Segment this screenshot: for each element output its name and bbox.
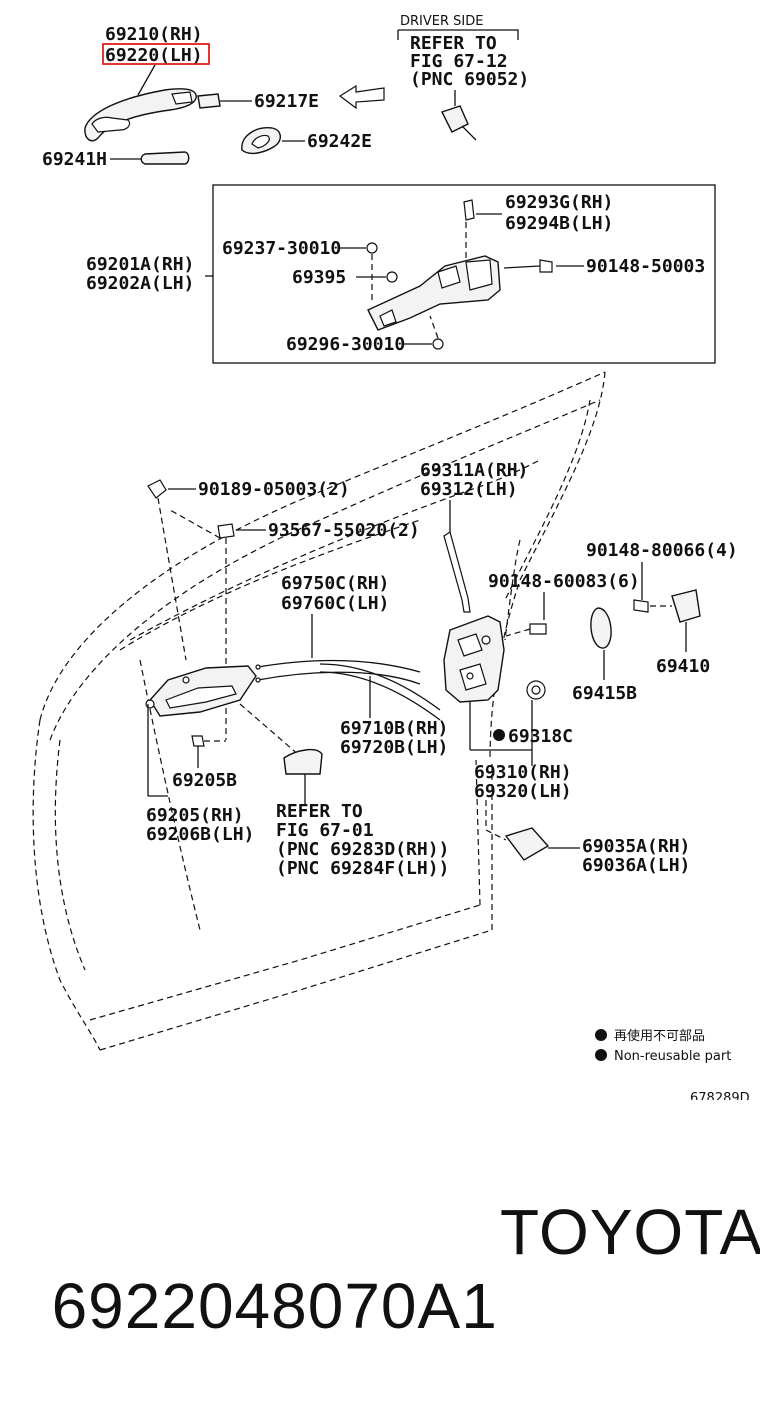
label-69318c: 69318C — [508, 726, 573, 747]
label-69395: 69395 — [292, 267, 346, 288]
label-90189: 90189-05003(2) — [198, 479, 350, 500]
bezel-part — [283, 748, 323, 775]
lock-rod-part — [443, 531, 471, 613]
pad-part — [197, 93, 221, 109]
diagram-code: 678289D — [690, 1091, 750, 1100]
legend-en: Non-reusable part — [614, 1049, 731, 1064]
refer2-line4: (PNC 69284F(LH)) — [276, 858, 449, 879]
outside-handle-part — [84, 88, 197, 142]
refer1-line2: FIG 67-12 — [410, 51, 508, 72]
label-69410: 69410 — [656, 656, 710, 677]
refer2-line1: REFER TO — [276, 801, 363, 822]
non-reusable-mark-icon — [493, 729, 505, 741]
legend-dot-icon — [595, 1029, 607, 1041]
label-69310: 69310(RH) — [474, 762, 572, 783]
label-69035a: 69035A(RH) — [582, 836, 690, 857]
part-number: 6922048070A1 — [51, 1270, 498, 1342]
label-69242e: 69242E — [307, 131, 372, 152]
label-69201a: 69201A(RH) — [86, 254, 194, 275]
label-69202a: 69202A(LH) — [86, 273, 194, 294]
label-69237: 69237-30010 — [222, 238, 341, 259]
door-lock-assembly-part — [443, 615, 505, 703]
highlight-box — [102, 43, 210, 65]
label-69320: 69320(LH) — [474, 781, 572, 802]
handle-frame-part — [367, 255, 501, 331]
brand-name: TOYOTA — [500, 1196, 760, 1268]
refer1-line3: (PNC 69052) — [410, 69, 529, 90]
refer2-line3: (PNC 69283D(RH)) — [276, 839, 449, 860]
inside-handle-part — [145, 665, 257, 717]
footer: 6922048070A1 TOYOTA — [14, 1195, 760, 1342]
handle-cap-part — [140, 151, 190, 165]
parts-diagram: 69210(RH) 69220(LH) 69241H 69217E 69242E… — [32, 14, 750, 1100]
label-69210: 69210(RH) — [105, 24, 203, 45]
label-69205b: 69205B — [172, 770, 237, 791]
cable-part — [257, 659, 421, 673]
label-90148-60083: 90148-60083(6) — [488, 571, 640, 592]
lock-cover-part — [590, 607, 612, 649]
arrow-icon — [338, 84, 385, 110]
label-69036a: 69036A(LH) — [582, 855, 690, 876]
label-69294b: 69294B(LH) — [505, 213, 613, 234]
driver-side-label: DRIVER SIDE — [400, 14, 483, 29]
label-69241h: 69241H — [42, 149, 107, 170]
label-69205: 69205(RH) — [146, 805, 244, 826]
lock-cover-lower-part — [504, 827, 550, 861]
label-69206b: 69206B(LH) — [146, 824, 254, 845]
label-69720b: 69720B(LH) — [340, 737, 448, 758]
label-69760c: 69760C(LH) — [281, 593, 389, 614]
door-outline — [32, 371, 606, 1051]
label-90148-50003: 90148-50003 — [586, 256, 705, 277]
label-90148-80066: 90148-80066(4) — [586, 540, 738, 561]
refer2-line2: FIG 67-01 — [276, 820, 374, 841]
bezel-clip-part — [191, 735, 205, 747]
striker-part — [671, 589, 701, 623]
label-69312: 69312(LH) — [420, 479, 518, 500]
key-cylinder-part — [441, 105, 477, 141]
legend-dot-icon — [595, 1049, 607, 1061]
frame-assembly-box — [212, 184, 716, 364]
refer1-line1: REFER TO — [410, 33, 497, 54]
label-93567: 93567-55020(2) — [268, 520, 420, 541]
label-69217e: 69217E — [254, 91, 319, 112]
label-69710b: 69710B(RH) — [340, 718, 448, 739]
label-69293g: 69293G(RH) — [505, 192, 613, 213]
label-69415b: 69415B — [572, 683, 637, 704]
legend-cn: 再使用不可部品 — [614, 1028, 705, 1044]
label-69311a: 69311A(RH) — [420, 460, 528, 481]
label-69750c: 69750C(RH) — [281, 573, 389, 594]
label-69220: 69220(LH) — [105, 45, 203, 66]
label-69296: 69296-30010 — [286, 334, 405, 355]
